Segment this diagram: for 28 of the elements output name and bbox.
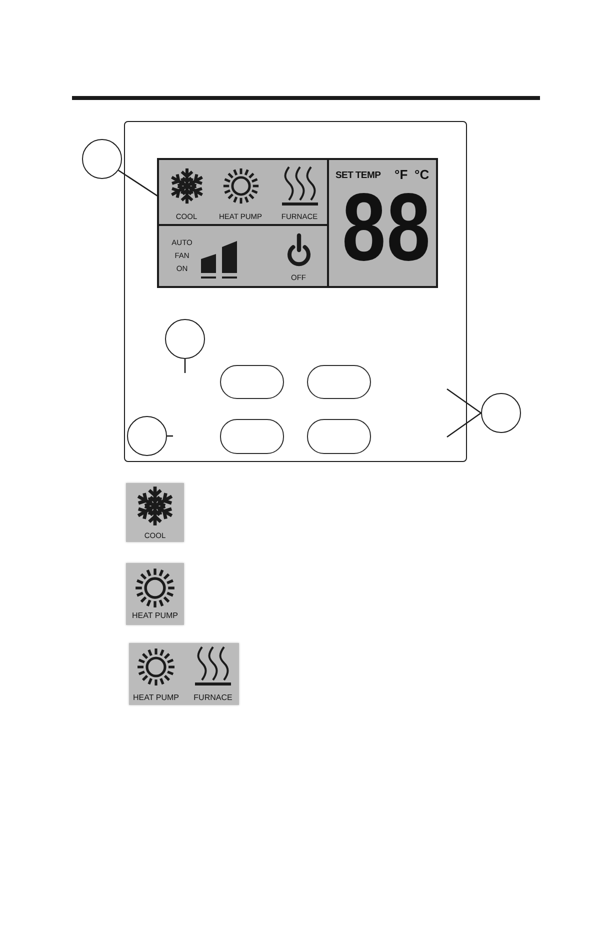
callout-circle <box>126 416 166 456</box>
mode-panel <box>158 160 326 226</box>
leader-line <box>184 359 186 373</box>
leader-line <box>446 412 482 438</box>
icon-caption: HEAT PUMP <box>132 611 178 621</box>
mode-icon-tile <box>126 483 184 542</box>
thermostat-button <box>306 364 370 398</box>
leader-line <box>446 388 482 414</box>
icon-caption: HEAT PUMP <box>133 693 179 703</box>
mode-icon-tile <box>126 563 184 625</box>
thermostat-button <box>220 364 284 398</box>
callout-circle <box>82 139 122 179</box>
leader-line <box>167 435 173 437</box>
set-temp-label: SET TEMP <box>336 170 381 180</box>
unit-label: °C <box>414 166 430 182</box>
temperature-panel <box>326 160 436 286</box>
lcd-display <box>156 158 438 288</box>
unit-label: °F <box>394 166 408 182</box>
fan-panel <box>158 226 326 286</box>
thermostat-housing <box>124 121 467 462</box>
callout-circle <box>164 318 204 358</box>
thermostat-button <box>220 418 284 454</box>
temperature-readout: 88 <box>342 188 431 268</box>
callout-circle <box>481 393 521 433</box>
leader-line <box>118 170 160 198</box>
thermostat-button <box>306 418 370 454</box>
mode-icon-tile <box>129 643 239 705</box>
icon-caption: FURNACE <box>194 693 232 703</box>
